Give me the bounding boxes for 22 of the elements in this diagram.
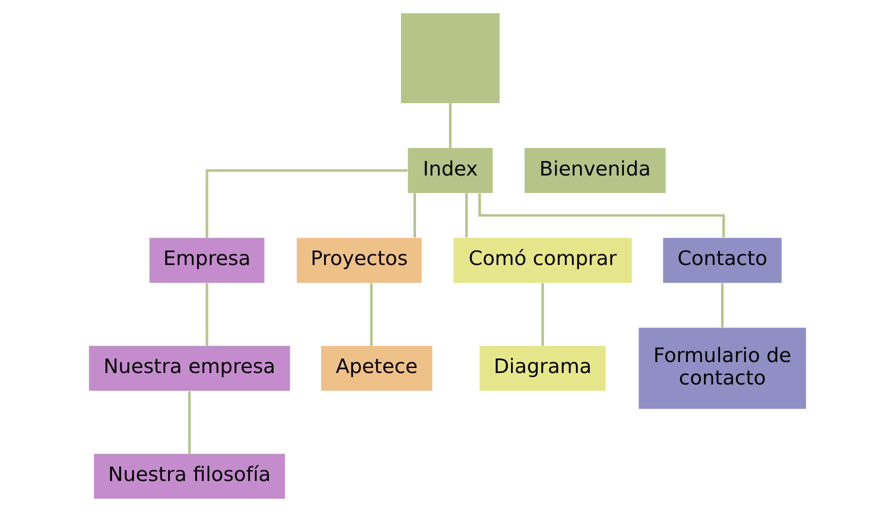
connector — [540, 283, 544, 346]
node-box: Bienvenida — [524, 148, 666, 193]
connector — [720, 283, 724, 328]
node-box: Nuestra filosofía — [93, 454, 284, 499]
node-box: Formulario de contacto — [638, 328, 806, 409]
connector — [413, 193, 416, 238]
node-box: Comó comprar — [452, 238, 632, 283]
connector — [478, 194, 724, 238]
node-box — [400, 13, 500, 104]
connector — [464, 193, 468, 238]
node-box: Index — [407, 148, 492, 193]
node-box: Apetece — [320, 346, 432, 391]
connector — [448, 103, 452, 148]
connector — [205, 169, 407, 238]
connector — [205, 283, 208, 346]
node-box: Nuestra empresa — [88, 346, 290, 391]
node-box: Proyectos — [296, 238, 422, 283]
connector — [188, 391, 190, 454]
node-box: Empresa — [149, 238, 264, 283]
node-box: Contacto — [662, 238, 782, 283]
node-box: Diagrama — [479, 346, 606, 391]
connector — [370, 283, 372, 346]
